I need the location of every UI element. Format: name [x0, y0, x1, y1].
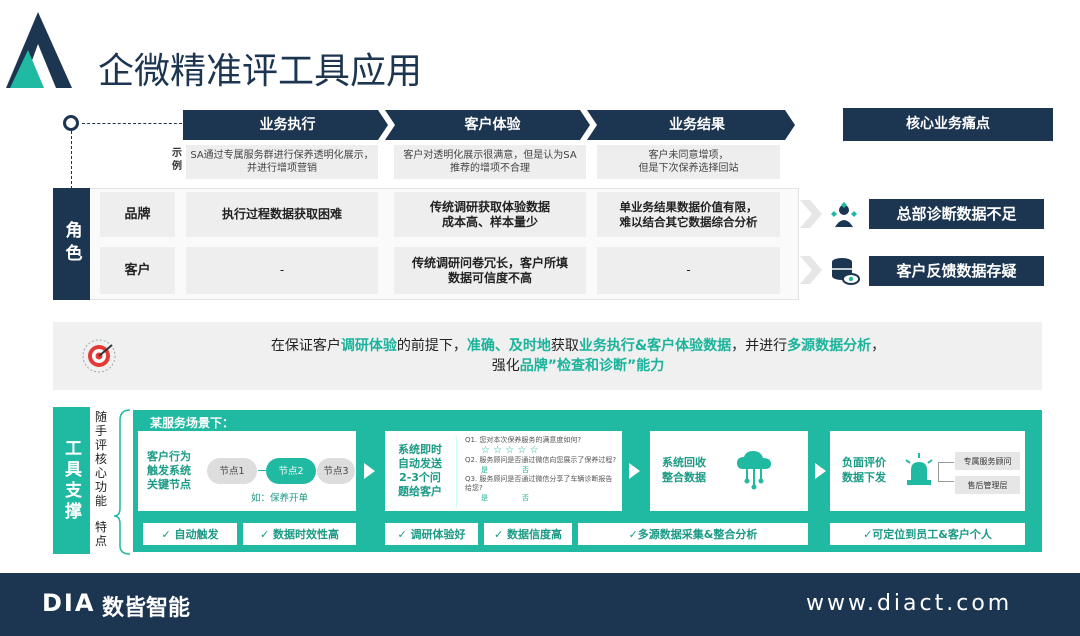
survey-text: 系统即时 自动发送 2-3个问 题给客户: [398, 443, 442, 498]
stage-execution: 业务执行: [259, 116, 316, 133]
manager-icon: [831, 202, 857, 227]
database-view-icon: [832, 258, 860, 285]
role-label: 角色: [53, 188, 90, 300]
summary-line2: 强化品牌”检查和诊断”能力: [138, 356, 1018, 376]
tools-side-feature: 随手评核心功能: [95, 410, 108, 508]
customer-result-cell: -: [597, 247, 780, 294]
yes-no-options: 是否: [457, 493, 618, 503]
feature-multisource: ✓多源数据采集&整合分析: [578, 523, 808, 545]
footer-logo: DIA: [42, 589, 96, 617]
page-title: 企微精准评工具应用: [98, 51, 423, 92]
summary-text: 在保证客户: [270, 338, 341, 354]
cloud-data-icon: [737, 451, 771, 490]
stage-chevrons: [183, 110, 795, 140]
example-execution: SA通过专属服务群进行保养透明化展示， 并进行增项营销: [186, 145, 378, 179]
summary-text: 的前提下，: [396, 338, 467, 354]
summary-text: ，并进行: [731, 338, 788, 354]
summary-line1: 在保证客户调研体验的前提下，准确、及时地获取业务执行&客户体验数据，并进行多源数…: [138, 336, 1018, 356]
target-management: 售后管理层: [955, 476, 1020, 494]
brand-experience-cell: 传统调研获取体验数据 成本高、样本量少: [394, 192, 586, 237]
yes-option: 是: [481, 494, 488, 502]
summary-highlight: 多源数据分析: [787, 338, 872, 354]
node-connector: [258, 470, 266, 471]
collect-text: 系统回收 整合数据: [662, 456, 706, 484]
footer-brand: 数皆智能: [102, 596, 191, 621]
role-brand: 品牌: [100, 192, 175, 237]
survey-box: [385, 431, 622, 511]
node-3: 节点3: [317, 458, 355, 484]
flow-arrow-icon: [364, 463, 375, 479]
star-rating-icon: ☆ ☆ ☆ ☆ ☆: [481, 445, 539, 456]
question-3: Q3. 服务顾问是否通过微信分享了车辆诊断报告给您?: [465, 475, 613, 492]
tools-label: 工具支撑: [53, 407, 90, 554]
summary-highlight: 准确、及时地: [466, 338, 551, 354]
brand-execution-cell: 执行过程数据获取困难: [186, 192, 378, 237]
feature-reliable-data: ✓ 数据信度高: [484, 523, 572, 545]
customer-experience-cell: 传统调研问卷冗长，客户所填 数据可信度不高: [394, 247, 586, 294]
summary-band: [53, 322, 1042, 390]
branch-connector: [938, 462, 954, 482]
summary-text: ，: [871, 338, 886, 354]
tools-side-traits: 特点: [95, 520, 108, 548]
footer-bar: [0, 573, 1080, 636]
arrow-right-icon: [800, 200, 822, 228]
example-experience: 客户对透明化展示很满意，但是认为SA 推荐的增项不合理: [394, 145, 586, 179]
collect-box: [650, 431, 808, 511]
arrow-right-icon: [800, 256, 822, 284]
timeline-vline: [71, 131, 72, 189]
scene-label: 某服务场景下：: [150, 416, 235, 430]
feature-good-experience: ✓ 调研体验好: [385, 523, 478, 545]
stage-experience: 客户体验: [464, 116, 521, 133]
summary-text: 获取: [550, 338, 579, 354]
node-2: 节点2: [266, 458, 316, 484]
node-example: 如：保养开单: [251, 493, 309, 504]
survey-questions: Q1. 您对本次保养服务的满意度如何? ☆ ☆ ☆ ☆ ☆ Q2. 服务顾问是否…: [456, 436, 618, 508]
example-label: 示例: [172, 148, 182, 172]
summary-text: 强化: [491, 358, 520, 374]
summary-highlight: 品牌”检查和诊断”能力: [519, 358, 665, 374]
yes-option: 是: [481, 466, 488, 474]
bracket-icon: [113, 409, 131, 555]
brand-result-cell: 单业务结果数据价值有限， 难以结合其它数据综合分析: [597, 192, 780, 237]
pain-customer: 客户反馈数据存疑: [869, 256, 1044, 286]
negative-text: 负面评价 数据下发: [842, 456, 886, 484]
summary-highlight: 业务执行&客户体验数据: [578, 338, 732, 354]
timeline-dot: [63, 115, 79, 131]
question-1: Q1. 您对本次保养服务的满意度如何?: [465, 436, 582, 444]
feature-timely-data: ✓ 数据时效性高: [243, 523, 356, 545]
alarm-light-icon: [905, 453, 933, 485]
triangle-logo-icon: [6, 12, 72, 88]
question-2: Q2. 服务顾问是否通过微信向您展示了保养过程?: [465, 456, 617, 464]
feature-auto-trigger: ✓ 自动触发: [143, 523, 237, 545]
flow-arrow-icon: [629, 463, 640, 479]
role-customer: 客户: [100, 247, 175, 294]
example-result: 客户未同意增项， 但是下次保养选择回站: [597, 145, 780, 179]
footer-url: www.diact.com: [806, 591, 1013, 616]
yes-no-options: 是否: [457, 465, 618, 475]
pain-header: 核心业务痛点: [843, 108, 1053, 141]
trigger-text: 客户行为 触发系统 关键节点: [147, 450, 191, 491]
pain-brand: 总部诊断数据不足: [869, 199, 1044, 229]
target-advisor: 专属服务顾问: [955, 452, 1020, 470]
stage-result: 业务结果: [669, 116, 725, 133]
target-icon: [82, 339, 116, 373]
summary-highlight: 调研体验: [340, 338, 397, 354]
timeline-line: [82, 123, 182, 124]
customer-execution-cell: -: [186, 247, 378, 294]
negative-box: [830, 431, 1025, 511]
flow-arrow-icon: [815, 463, 826, 479]
no-option: 否: [522, 494, 529, 502]
no-option: 否: [522, 466, 529, 474]
feature-locate-staff: ✓可定位到员工&客户个人: [830, 523, 1025, 545]
node-1: 节点1: [207, 458, 257, 484]
